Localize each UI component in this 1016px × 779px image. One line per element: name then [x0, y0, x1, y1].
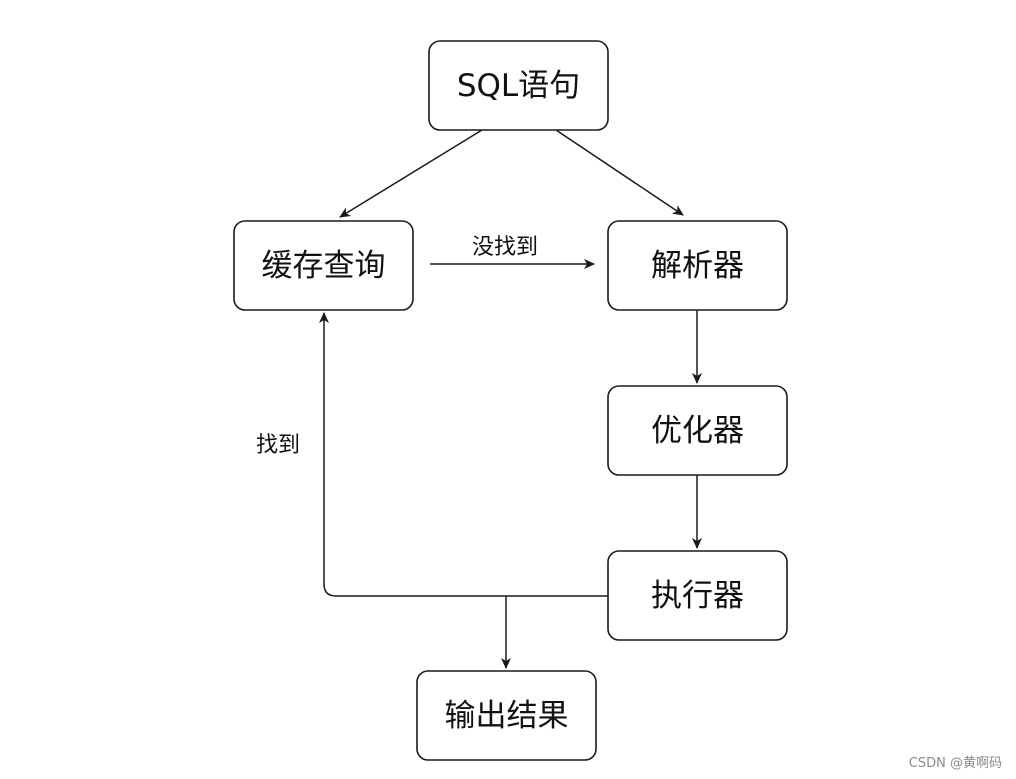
node-executor: 执行器 [607, 550, 788, 641]
node-sql-statement-label: SQL语句 [457, 68, 580, 104]
node-cache-query: 缓存查询 [233, 220, 414, 311]
node-executor-label: 执行器 [651, 578, 744, 614]
node-parser-label: 解析器 [651, 248, 744, 284]
watermark-text: CSDN @黄啊码 [908, 756, 1002, 771]
node-output-result-label: 输出结果 [445, 698, 569, 734]
node-optimizer-label: 优化器 [651, 413, 744, 449]
node-parser: 解析器 [607, 220, 788, 311]
edge-label-found: 找到 [256, 433, 300, 458]
node-sql-statement: SQL语句 [428, 40, 609, 131]
node-output-result: 输出结果 [416, 670, 597, 761]
edge-sql-to-parser [555, 129, 684, 216]
node-optimizer: 优化器 [607, 385, 788, 476]
edge-sql-to-cache [339, 129, 483, 218]
edge-label-not-found: 没找到 [472, 235, 538, 260]
node-cache-query-label: 缓存查询 [262, 248, 386, 284]
edge-executor-to-cache [319, 312, 608, 597]
